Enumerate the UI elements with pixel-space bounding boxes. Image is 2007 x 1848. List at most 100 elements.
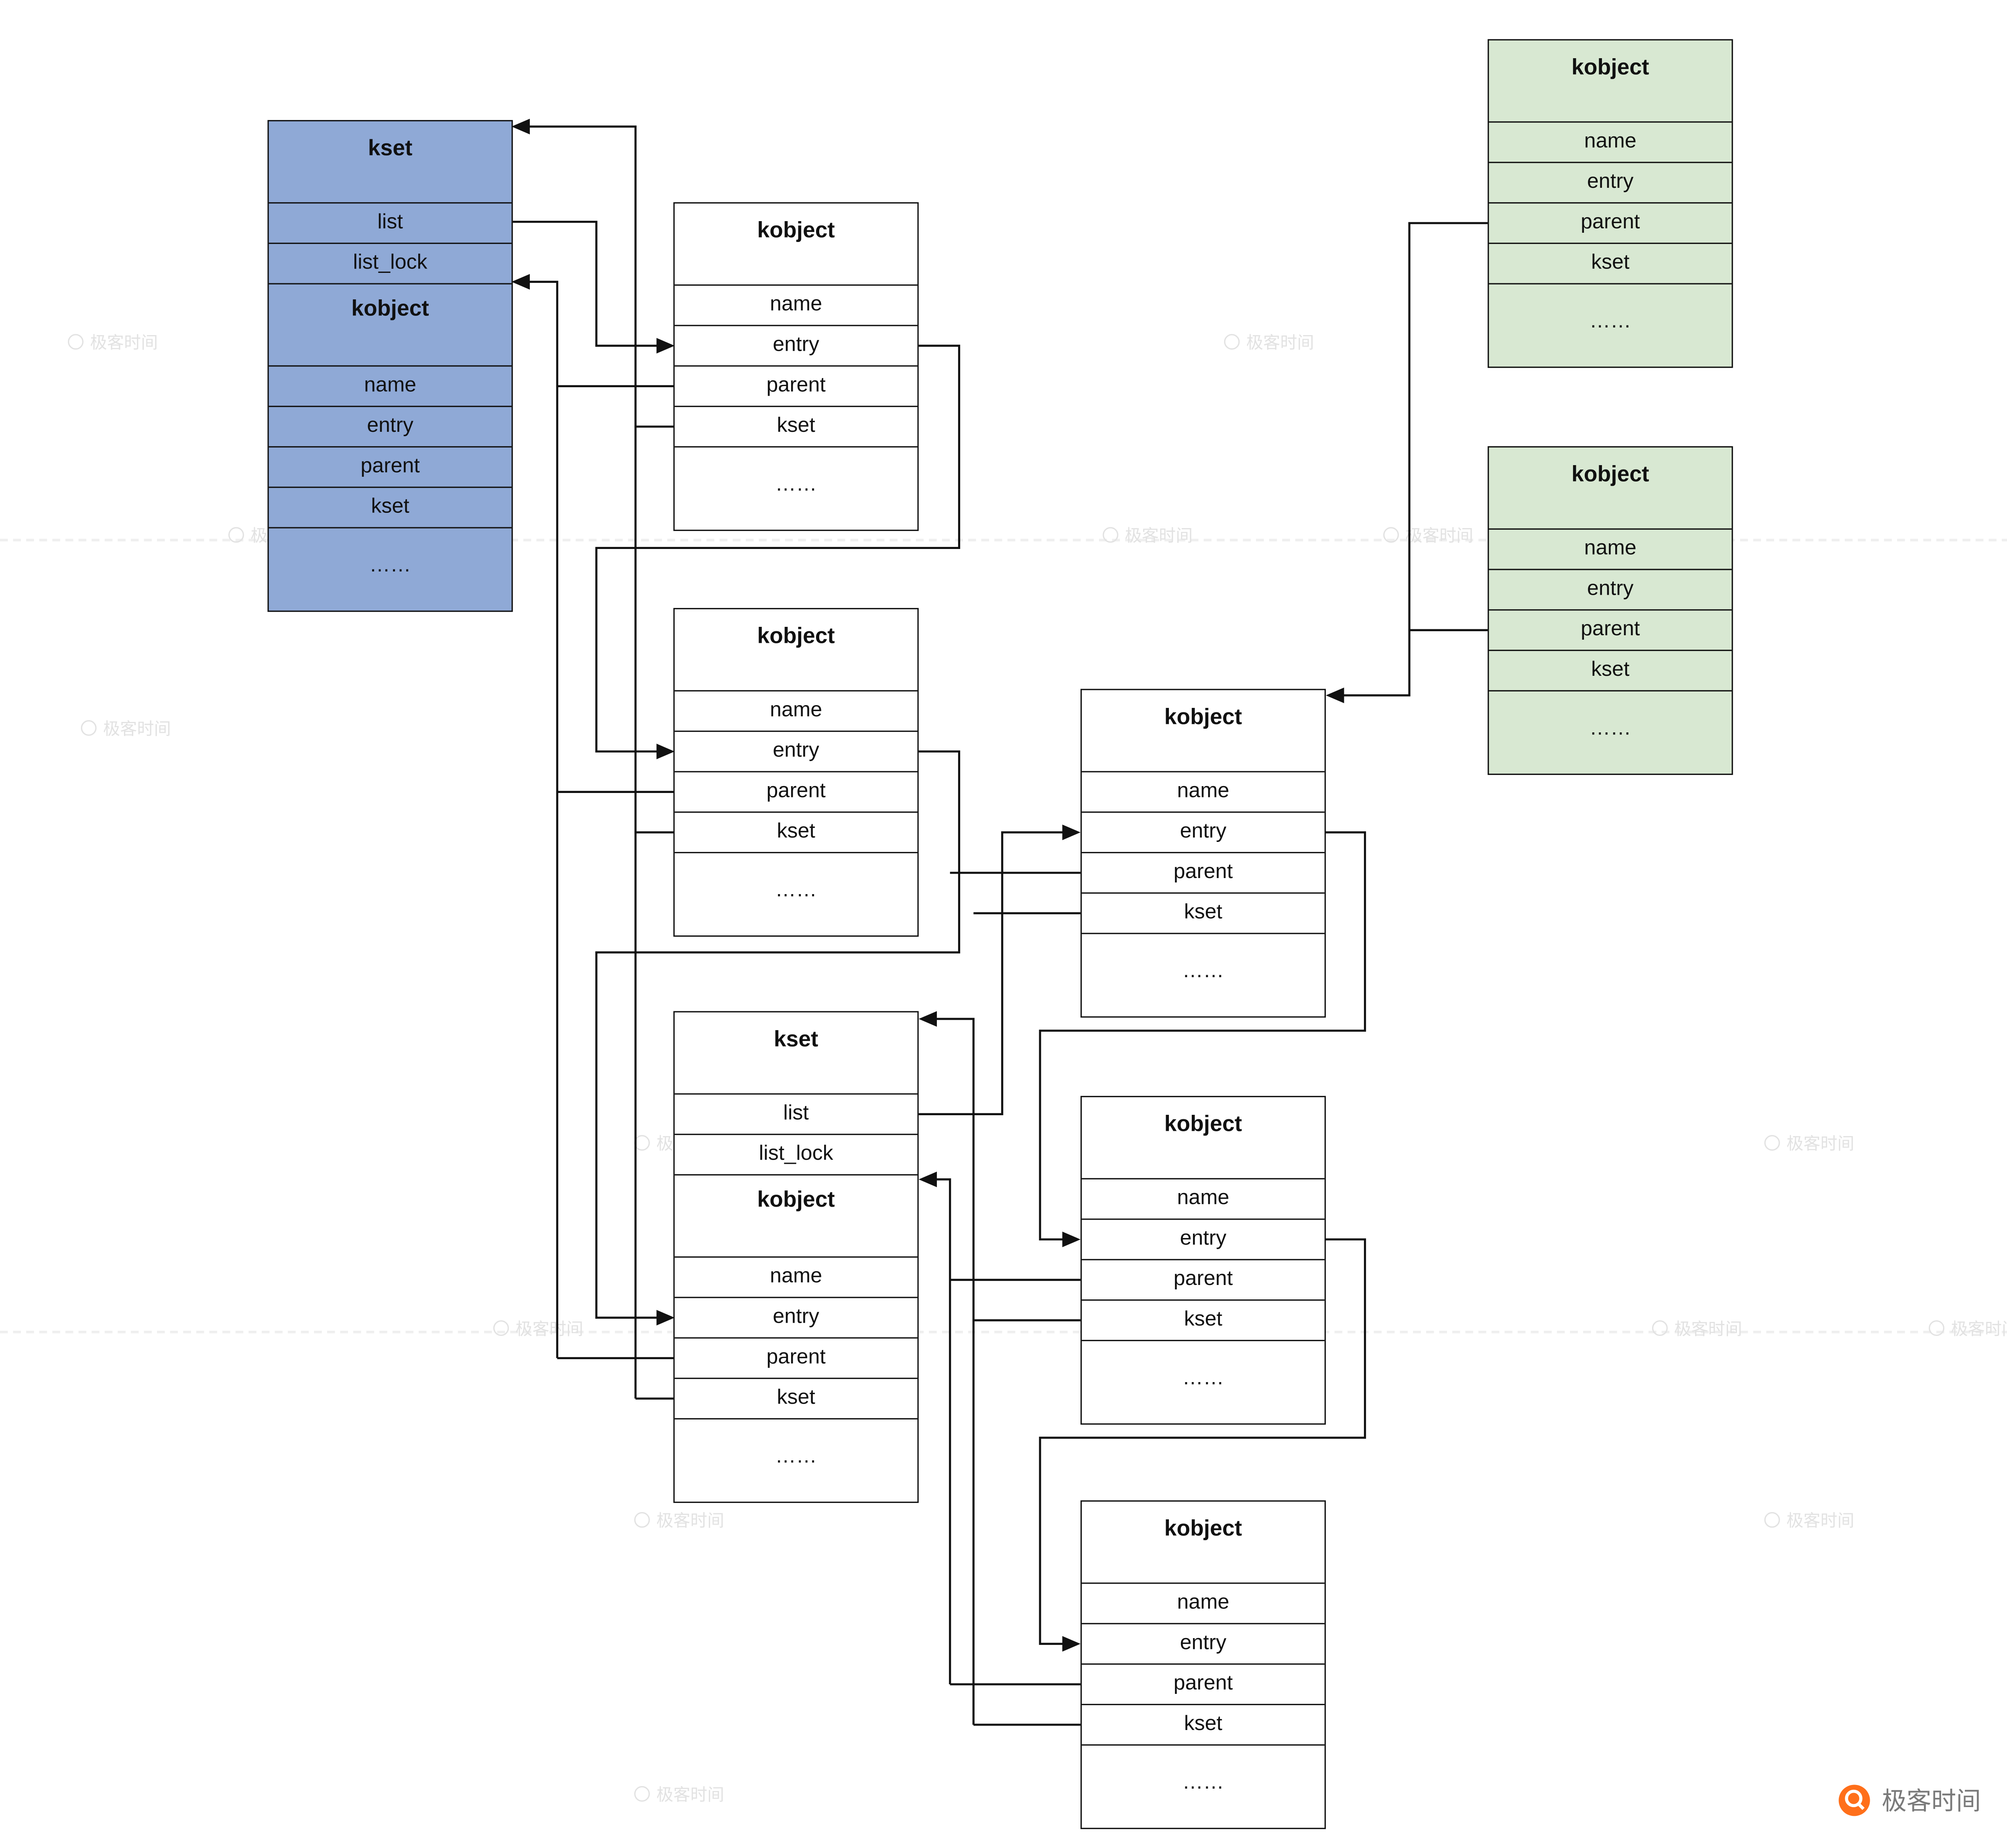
watermark-logo-icon xyxy=(1652,1319,1668,1336)
kobject-2-box: kobject name entry parent kset …… xyxy=(673,608,919,937)
kobject-green-2-field-kset: kset xyxy=(1489,649,1732,690)
watermark: 极客时间 xyxy=(1103,522,1193,547)
kobject-2-title: kobject xyxy=(757,623,835,649)
kobject-2-field-kset: kset xyxy=(674,811,918,852)
geektime-logo-icon xyxy=(1838,1784,1870,1815)
watermark: 极客时间 xyxy=(1652,1315,1742,1340)
kobject-5-field-entry: entry xyxy=(1082,1623,1325,1663)
arrow-kset-pointers-to-kset2 xyxy=(918,1011,975,1725)
kobject-3-box: kobject name entry parent kset …… xyxy=(1080,689,1326,1018)
watermark: 极客时间 xyxy=(634,1507,724,1532)
kobject-1-ellipsis: …… xyxy=(674,446,918,530)
watermark: 极客时间 xyxy=(1764,1130,1854,1155)
kobject-3-field-name: name xyxy=(1082,771,1325,811)
kset-main-box: kset list list_lock kobject name entry p… xyxy=(267,120,513,612)
watermark-text: 极客时间 xyxy=(656,1785,725,1805)
watermark-text: 极客时间 xyxy=(1951,1319,2007,1339)
kobject-2-field-entry: entry xyxy=(674,730,918,771)
watermark-logo-icon xyxy=(1764,1511,1780,1527)
kobject-4-box: kobject name entry parent kset …… xyxy=(1080,1096,1326,1425)
kset-main-field-parent: parent xyxy=(269,446,512,487)
kobject-1-field-kset: kset xyxy=(674,406,918,446)
watermark-text: 极客时间 xyxy=(1405,526,1474,545)
kset-main-ellipsis: …… xyxy=(269,527,512,610)
kobject-1-field-parent: parent xyxy=(674,365,918,406)
kobject-green-2-title: kobject xyxy=(1571,461,1649,487)
kobject-5-field-kset: kset xyxy=(1082,1704,1325,1744)
kobject-green-1-box: kobject name entry parent kset …… xyxy=(1488,39,1733,368)
watermark-logo-icon xyxy=(1224,333,1240,349)
kset-main-field-list: list xyxy=(269,202,512,243)
kobject-5-field-name: name xyxy=(1082,1582,1325,1623)
kobject-5-box: kobject name entry parent kset …… xyxy=(1080,1500,1326,1829)
kset-2-field-list-lock: list_lock xyxy=(674,1134,918,1174)
watermark-logo-icon xyxy=(1764,1134,1780,1150)
watermark-logo-icon xyxy=(634,1511,650,1527)
kobject-2-field-name: name xyxy=(674,690,918,731)
watermark-logo-icon xyxy=(1103,526,1119,542)
kobject-4-title: kobject xyxy=(1164,1111,1242,1136)
kset-main-field-entry: entry xyxy=(269,406,512,446)
watermark-logo-icon xyxy=(228,526,244,542)
kobject-green-1-ellipsis: …… xyxy=(1489,283,1732,366)
watermark-text: 极客时间 xyxy=(1674,1319,1742,1339)
watermark-logo-icon xyxy=(634,1785,650,1801)
watermark: 极客时间 xyxy=(1928,1315,2007,1340)
kobject-4-field-kset: kset xyxy=(1082,1299,1325,1340)
geektime-brand-text: 极客时间 xyxy=(1881,1789,1981,1816)
watermark: 极客时间 xyxy=(1764,1507,1854,1532)
kset-main-field-name: name xyxy=(269,365,512,406)
kobject-green-1-field-name: name xyxy=(1489,121,1732,162)
kobject-4-field-entry: entry xyxy=(1082,1218,1325,1259)
watermark-dashed-line xyxy=(0,1331,2007,1334)
kobject-green-1-field-kset: kset xyxy=(1489,242,1732,283)
kset-2-title: kset xyxy=(773,1027,818,1052)
kobject-1-title: kobject xyxy=(757,218,835,243)
kobject-4-field-parent: parent xyxy=(1082,1259,1325,1299)
arrow-parent-pointers-to-kset-main-kobject xyxy=(511,274,558,1358)
watermark-text: 极客时间 xyxy=(1246,333,1314,352)
kobject-5-field-parent: parent xyxy=(1082,1663,1325,1704)
watermark-logo-icon xyxy=(1383,526,1399,542)
kobject-5-title: kobject xyxy=(1164,1516,1242,1541)
kset-main-title: kset xyxy=(368,136,413,161)
arrow-kset2-list-to-kobject3-entry xyxy=(918,824,1081,1115)
watermark-text: 极客时间 xyxy=(103,719,171,739)
kobject-green-2-box: kobject name entry parent kset …… xyxy=(1488,446,1733,775)
kobject-green-1-field-entry: entry xyxy=(1489,162,1732,202)
geektime-brand: 极客时间 xyxy=(1837,1782,1981,1818)
kobject-2-ellipsis: …… xyxy=(674,852,918,935)
kobject-3-field-kset: kset xyxy=(1082,892,1325,933)
kset-2-field-name: name xyxy=(674,1256,918,1297)
kobject-green-1-title: kobject xyxy=(1571,55,1649,80)
kobject-1-field-entry: entry xyxy=(674,325,918,365)
kobject-1-field-name: name xyxy=(674,284,918,325)
watermark-text: 极客时间 xyxy=(1786,1134,1854,1153)
kset-2-box: kset list list_lock kobject name entry p… xyxy=(673,1011,919,1503)
kobject-3-title: kobject xyxy=(1164,704,1242,730)
kobject-4-field-name: name xyxy=(1082,1178,1325,1219)
kobject-2-field-parent: parent xyxy=(674,771,918,811)
kset-2-field-kset: kset xyxy=(674,1378,918,1418)
kobject-green-2-ellipsis: …… xyxy=(1489,690,1732,774)
arrow-kset-pointers-to-kset-main xyxy=(511,118,637,1399)
watermark-text: 极客时间 xyxy=(656,1511,725,1531)
kobject-3-field-parent: parent xyxy=(1082,852,1325,892)
watermark-dashed-line xyxy=(0,539,2007,542)
kset-2-field-list: list xyxy=(674,1093,918,1134)
watermark-text: 极客时间 xyxy=(90,333,158,352)
arrow-parent-pointers-to-kset2-kobject xyxy=(918,1171,951,1685)
kobject-3-ellipsis: …… xyxy=(1082,933,1325,1016)
watermark: 极客时间 xyxy=(68,329,158,354)
watermark-text: 极客时间 xyxy=(515,1319,584,1339)
kobject-green-2-field-name: name xyxy=(1489,528,1732,569)
watermark-text: 极客时间 xyxy=(1125,526,1193,545)
kset-main-embedded-kobject: kobject xyxy=(269,283,512,365)
watermark-logo-icon xyxy=(68,333,84,349)
watermark: 极客时间 xyxy=(1383,522,1473,547)
kobject-green-2-field-entry: entry xyxy=(1489,569,1732,609)
watermark: 极客时间 xyxy=(81,715,171,740)
watermark: 极客时间 xyxy=(634,1781,724,1806)
